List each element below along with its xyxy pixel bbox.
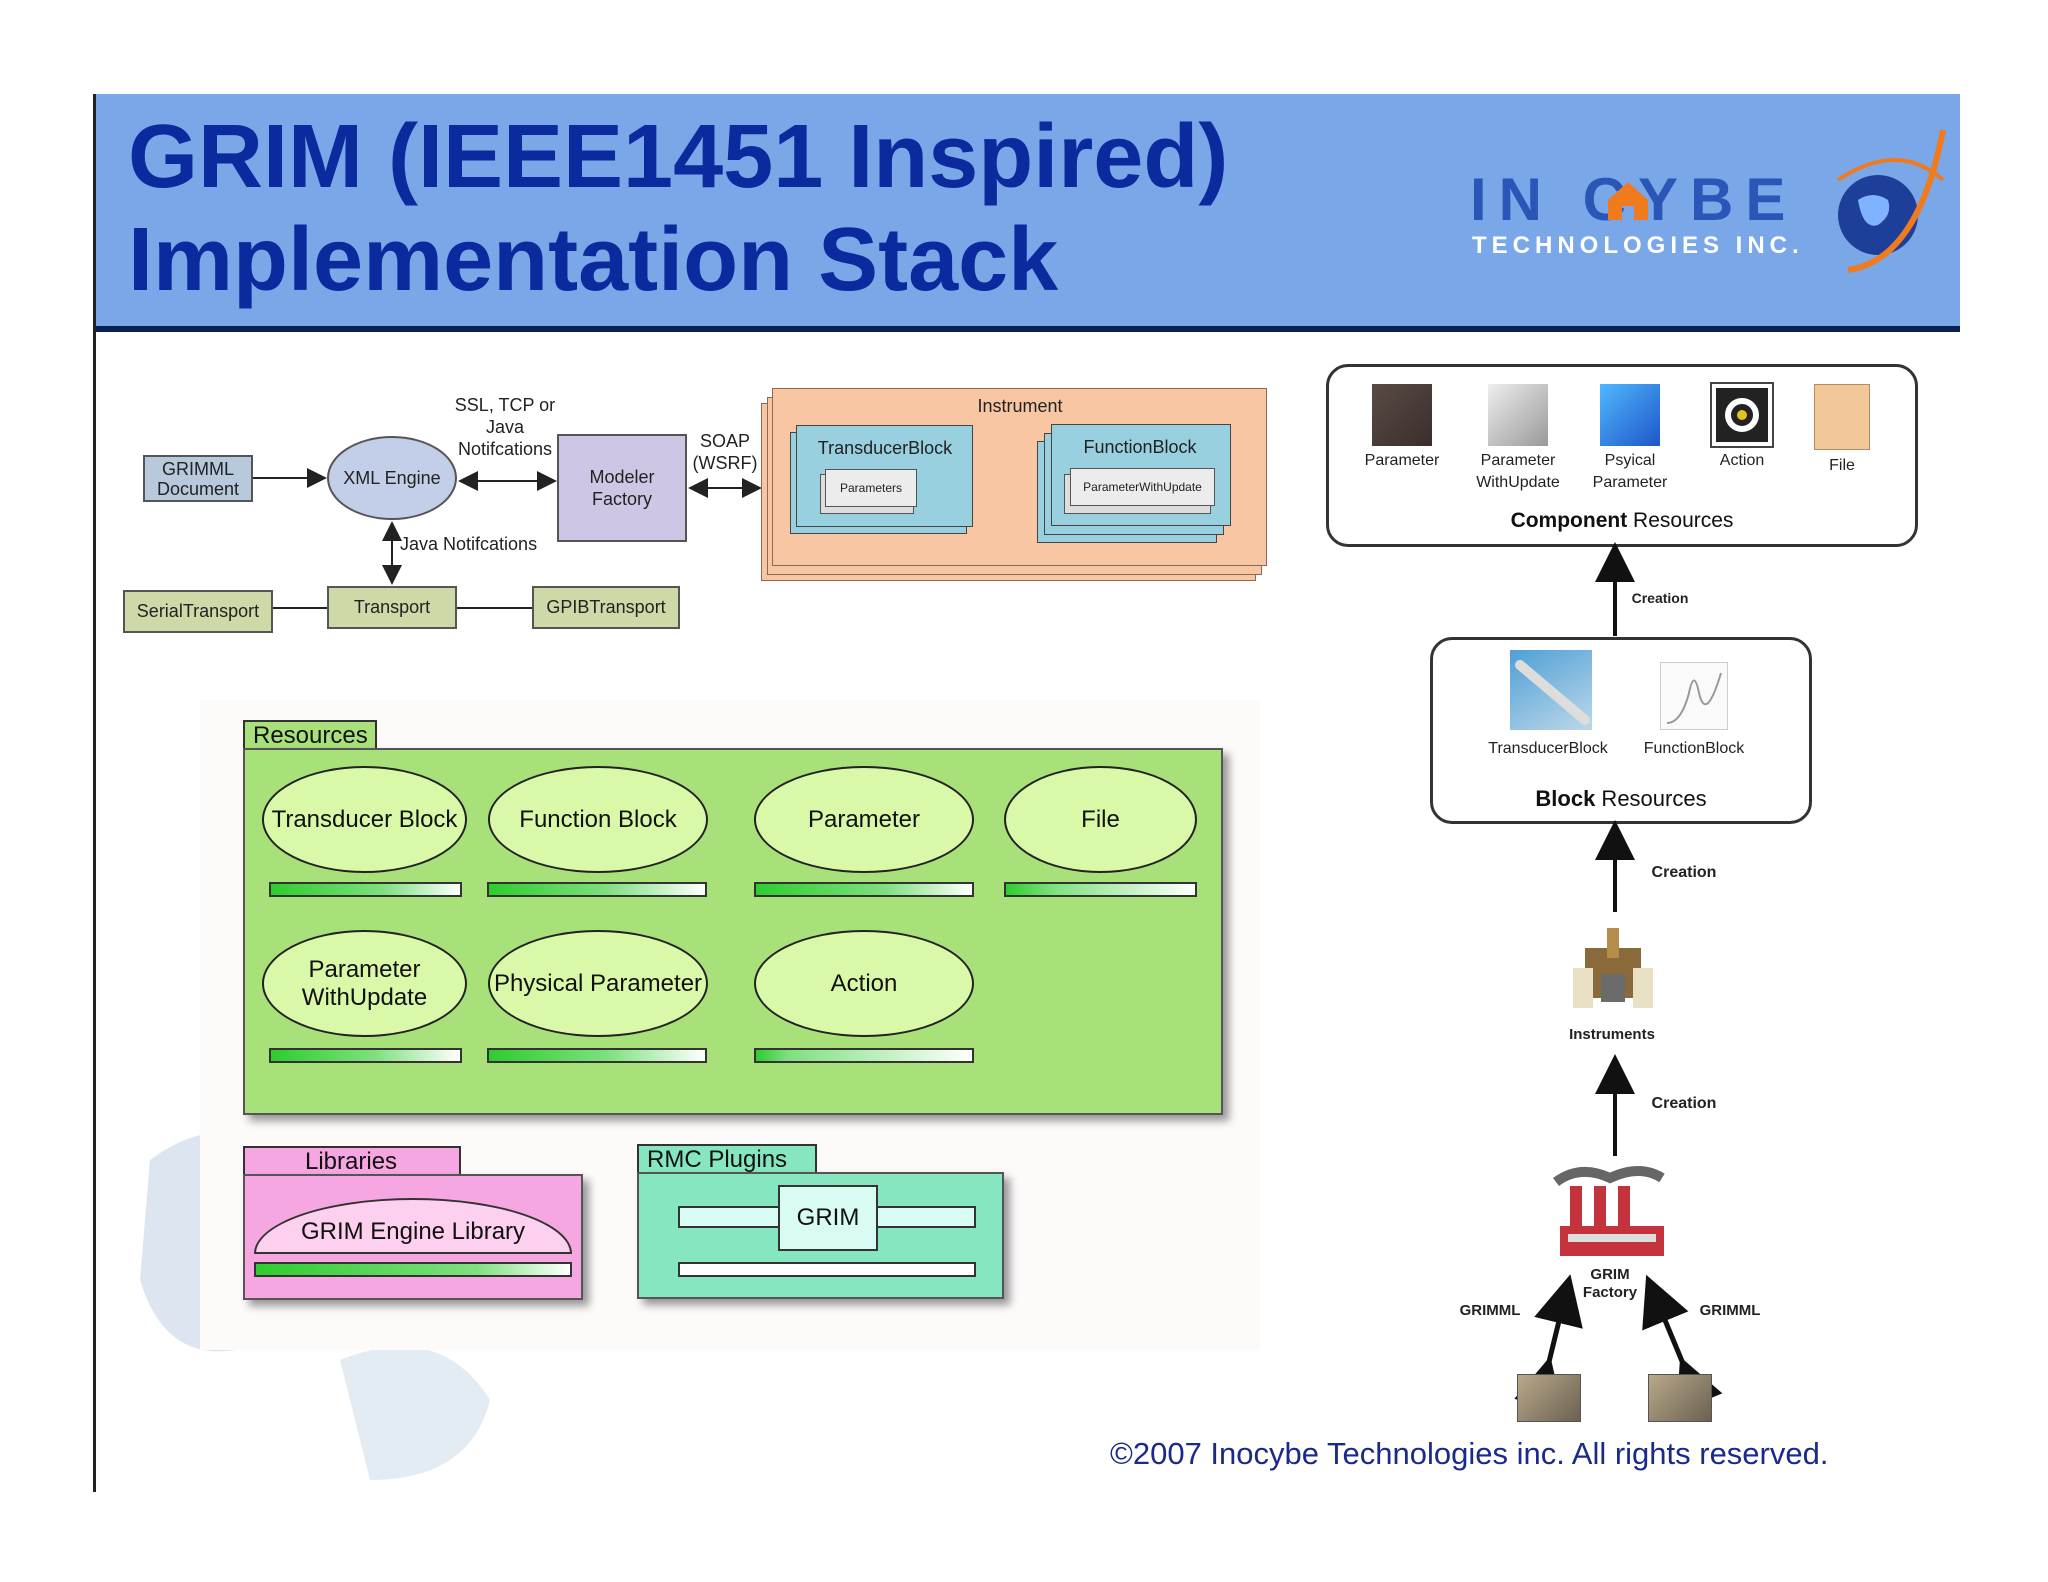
resource-bar-transducer-block [269, 882, 462, 897]
grimml-left-label: GRIMML [1459, 1302, 1521, 1319]
physical-parameter-image-icon [1600, 384, 1660, 446]
creation-label-3: Creation [1651, 1095, 1717, 1112]
parameter-with-update-image-icon [1488, 384, 1548, 446]
transducer-block-image-icon [1510, 650, 1592, 730]
gpib-transport-box: GPIBTransport [532, 586, 680, 629]
rmc-bar [678, 1262, 976, 1277]
soap-label: SOAP (WSRF) [692, 431, 758, 473]
ssl-label: SSL, TCP or Java Notifcations [454, 395, 556, 459]
title-line-2: Implementation Stack [128, 210, 1059, 310]
logo-subtext: TECHNOLOGIES INC. [1472, 232, 1804, 259]
house-icon [1608, 182, 1648, 220]
parameters-box: Parameters [825, 469, 917, 507]
instruments-label: Instruments [1569, 1026, 1655, 1043]
serial-transport-box: SerialTransport [123, 590, 273, 633]
libraries-bar [254, 1262, 572, 1277]
grim-engine-library-label: GRIM Engine Library [300, 1218, 526, 1245]
globe-icon [1836, 129, 1946, 273]
device-right-icon [1648, 1374, 1712, 1422]
resource-bar-physical-parameter [487, 1048, 707, 1063]
parameter-with-update-box: ParameterWithUpdate [1070, 468, 1215, 506]
device-left-icon [1517, 1374, 1581, 1422]
parameter-image-icon [1372, 384, 1432, 446]
component-item-action: Action [1719, 452, 1765, 469]
grim-factory-label: GRIM Factory [1582, 1266, 1638, 1301]
header-band [96, 94, 1960, 327]
resource-bar-parameter-with-update [269, 1048, 462, 1063]
resource-function-block: Function Block [488, 766, 708, 873]
resource-file: File [1004, 766, 1197, 873]
resource-parameter-with-update: Parameter WithUpdate [262, 930, 467, 1037]
slide-title: GRIM (IEEE1451 Inspired) Implementation … [128, 106, 1228, 312]
stack-connectors [253, 468, 762, 609]
transport-box: Transport [327, 586, 457, 629]
component-item-parameter-with-update: Parameter WithUpdate [1476, 452, 1560, 491]
creation-label-2: Creation [1651, 864, 1717, 881]
component-title-bold: Component [1510, 509, 1628, 532]
component-title-rest: Resources [1627, 509, 1734, 532]
modeler-factory-box: Modeler Factory [557, 434, 687, 542]
component-resources-title: Component Resources [1326, 510, 1918, 532]
grimml-document-box: GRIMML Document [143, 455, 253, 502]
resource-bar-file [1004, 882, 1197, 897]
grimml-right-label: GRIMML [1699, 1302, 1761, 1319]
block-title-rest: Resources [1595, 786, 1707, 811]
header-divider [96, 326, 1960, 332]
component-item-psyical-parameter: Psyical Parameter [1592, 452, 1668, 491]
block-resources-title: Block Resources [1430, 788, 1812, 810]
resource-action: Action [754, 930, 974, 1037]
file-folder-icon [1814, 384, 1870, 450]
function-block-waveform-icon [1660, 662, 1728, 730]
action-gear-icon [1710, 382, 1774, 448]
copyright-text: ©2007 Inocybe Technologies inc. All righ… [1110, 1436, 1829, 1471]
transducer-block-label: TransducerBlock [817, 438, 953, 458]
factory-image-icon [1550, 1164, 1670, 1260]
block-item-transducer-block: TransducerBlock [1488, 740, 1608, 757]
xml-engine-oval: XML Engine [327, 436, 457, 520]
block-item-function-block: FunctionBlock [1643, 740, 1745, 757]
component-item-file: File [1829, 457, 1855, 474]
java-notif-label: Java Notifcations [400, 534, 538, 554]
instrument-label: Instrument [977, 396, 1063, 416]
resource-bar-parameter [754, 882, 974, 897]
function-block-label: FunctionBlock [1083, 437, 1197, 457]
resource-bar-function-block [487, 882, 707, 897]
resource-physical-parameter: Physical Parameter [488, 930, 708, 1037]
title-line-1: GRIM (IEEE1451 Inspired) [128, 107, 1229, 207]
resource-transducer-block: Transducer Block [262, 766, 467, 873]
rmc-plugins-tab: RMC Plugins [637, 1144, 817, 1174]
resource-bar-action [754, 1048, 974, 1063]
block-title-bold: Block [1535, 786, 1596, 811]
instruments-image-icon [1565, 918, 1661, 1014]
resource-parameter: Parameter [754, 766, 974, 873]
creation-label-1: Creation [1631, 590, 1689, 606]
block-resources-box [1430, 637, 1812, 824]
component-item-parameter: Parameter [1364, 452, 1440, 469]
grim-plugin-box: GRIM [778, 1185, 878, 1251]
